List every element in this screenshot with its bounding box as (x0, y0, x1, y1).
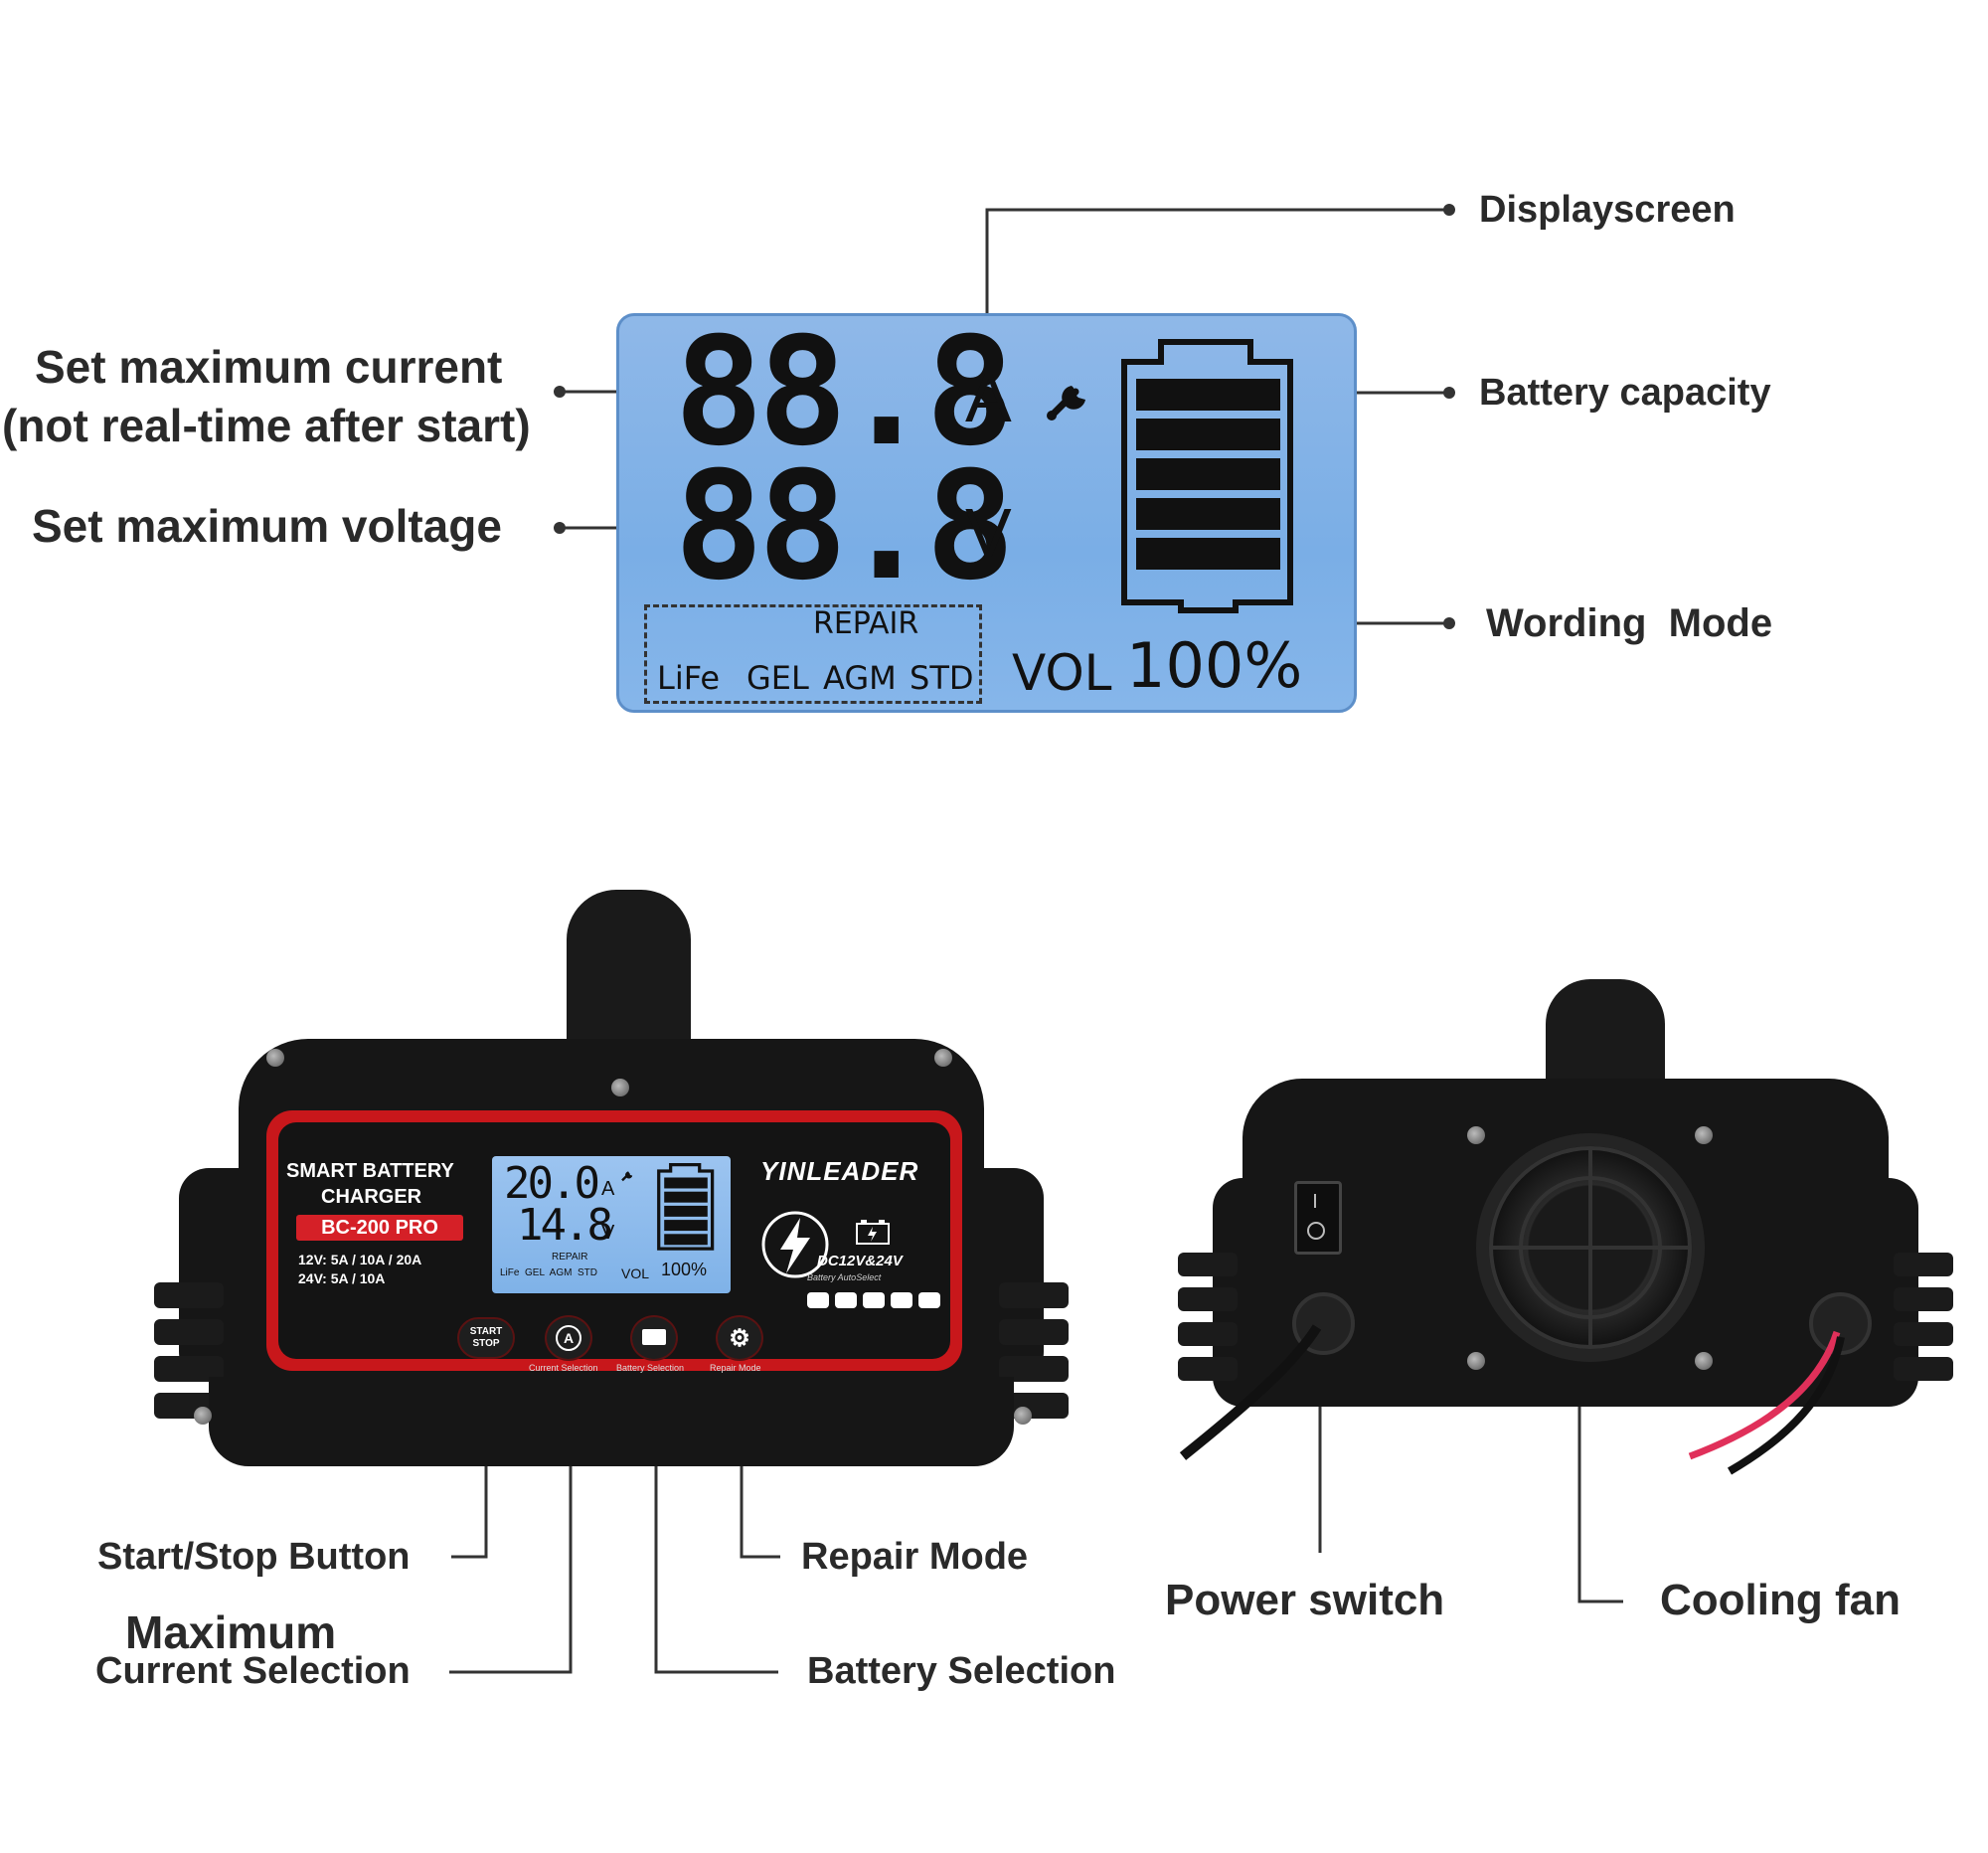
lcd-percent: 100% (661, 1260, 708, 1279)
label-set-current-line2: (not real-time after start) (2, 400, 531, 451)
label-power-switch: Power switch (1165, 1576, 1445, 1624)
label-battery-selection: Battery Selection (807, 1650, 1116, 1692)
battery-select-icon (642, 1329, 666, 1345)
screw (1014, 1407, 1032, 1425)
mode-life: LiFe (657, 659, 721, 697)
screw (266, 1049, 284, 1067)
repair-mode-caption: Repair Mode (710, 1363, 761, 1373)
lcd-unit-v: V (601, 1222, 615, 1244)
switch-off-mark (1307, 1222, 1325, 1240)
display-screen-diagram: 88.8 A 88.8 V REPAIR LiFe GEL AGM STD VO… (616, 306, 1357, 713)
fan-grill-icon (1489, 1146, 1692, 1349)
current-selection-button[interactable]: A (545, 1315, 592, 1361)
fin (1178, 1287, 1238, 1311)
label-max-current-line1: Maximum (125, 1606, 337, 1658)
start-label: START (469, 1326, 503, 1337)
fin (1894, 1322, 1953, 1346)
label-cooling-fan: Cooling fan (1660, 1576, 1901, 1624)
lcd-voltage: 14.8 (517, 1200, 613, 1251)
mode-agm: AGM (823, 659, 897, 697)
screw (1467, 1126, 1485, 1144)
current-digits: 88.8 (674, 306, 1015, 479)
spec-12v: 12V: 5A / 10A / 20A (298, 1252, 422, 1267)
charger-base (209, 1377, 1014, 1466)
screw (611, 1079, 629, 1096)
percent-label: 100% (1126, 629, 1303, 702)
boat-icon (918, 1292, 940, 1308)
spec-24v: 24V: 5A / 10A (298, 1270, 386, 1286)
voltage-unit: V (965, 494, 1012, 572)
suv-icon (863, 1292, 885, 1308)
lcd-current: 20.0 (504, 1158, 600, 1209)
current-unit: A (965, 359, 1012, 436)
lcd-vol: VOL (621, 1265, 650, 1281)
label-max-current-line2: Current Selection (95, 1650, 411, 1692)
screw (934, 1049, 952, 1067)
car-icon (835, 1292, 857, 1308)
lcd-battery-icon (657, 1162, 715, 1251)
motorcycle-icon (807, 1292, 829, 1308)
gear-icon: ⚙ (729, 1325, 750, 1352)
truck-icon (891, 1292, 912, 1308)
label-set-voltage: Set maximum voltage (32, 500, 502, 552)
stop-label: STOP (472, 1338, 500, 1349)
screw (194, 1407, 212, 1425)
lcd-unit-a: A (601, 1178, 615, 1200)
mode-selection-box (644, 604, 982, 704)
fin (1894, 1357, 1953, 1381)
dc-label: DC12V&24V (817, 1253, 903, 1269)
panel-title-line2: CHARGER (321, 1186, 422, 1208)
wrench-icon (1047, 386, 1085, 421)
panel-title-line1: SMART BATTERY (286, 1160, 454, 1182)
lcd-repair: REPAIR (552, 1252, 588, 1263)
brand-logo: YINLEADER (760, 1156, 919, 1186)
label-battery-capacity: Battery capacity (1479, 372, 1771, 414)
start-stop-button[interactable]: START STOP (457, 1317, 515, 1359)
label-start-stop: Start/Stop Button (97, 1536, 411, 1578)
vol-label: VOL (1012, 644, 1112, 702)
fin (1178, 1357, 1238, 1381)
voltage-digits: 88.8 (674, 440, 1015, 613)
lcd-modes: LiFe GEL AGM STD (500, 1267, 597, 1278)
charger-lcd: 20.0 A 14.8 V REPAIR LiFe GEL AGM STD VO… (492, 1156, 731, 1293)
mode-gel: GEL (746, 659, 809, 697)
back-charger (1173, 979, 1968, 1476)
battery-selection-caption: Battery Selection (616, 1363, 685, 1373)
fin (154, 1319, 224, 1345)
label-repair-mode: Repair Mode (801, 1536, 1029, 1578)
fin (1178, 1253, 1238, 1276)
cables (1179, 1324, 1845, 1475)
auto-select: Battery AutoSelect (807, 1272, 882, 1282)
mode-repair: REPAIR (813, 606, 919, 641)
battery-icon (1121, 339, 1293, 613)
fin (999, 1319, 1069, 1345)
lcd-wrench-icon (621, 1171, 633, 1182)
repair-mode-button[interactable]: ⚙ (716, 1315, 763, 1361)
fin (1894, 1287, 1953, 1311)
screw (1695, 1126, 1713, 1144)
battery-selection-button[interactable] (630, 1315, 678, 1361)
screw (1695, 1352, 1713, 1370)
mode-std: STD (910, 659, 974, 697)
model-badge: BC-200 PRO (296, 1215, 463, 1241)
fin (999, 1282, 1069, 1308)
label-displayscreen: Displayscreen (1479, 189, 1736, 231)
ampere-icon: A (556, 1325, 581, 1351)
screw (1467, 1352, 1485, 1370)
power-switch[interactable] (1294, 1181, 1342, 1255)
label-set-current-line1: Set maximum current (35, 341, 503, 393)
car-battery-icon (856, 1220, 890, 1245)
switch-on-mark (1314, 1194, 1316, 1208)
fin (1178, 1322, 1238, 1346)
fin (154, 1282, 224, 1308)
fin (1894, 1253, 1953, 1276)
current-selection-caption: Current Selection (529, 1363, 598, 1373)
front-charger: SMART BATTERY CHARGER BC-200 PRO 12V: 5A… (139, 890, 1083, 1486)
label-wording-mode: Wording Mode (1486, 601, 1773, 645)
lightning-icon (761, 1211, 829, 1278)
vehicle-icons (807, 1292, 946, 1310)
